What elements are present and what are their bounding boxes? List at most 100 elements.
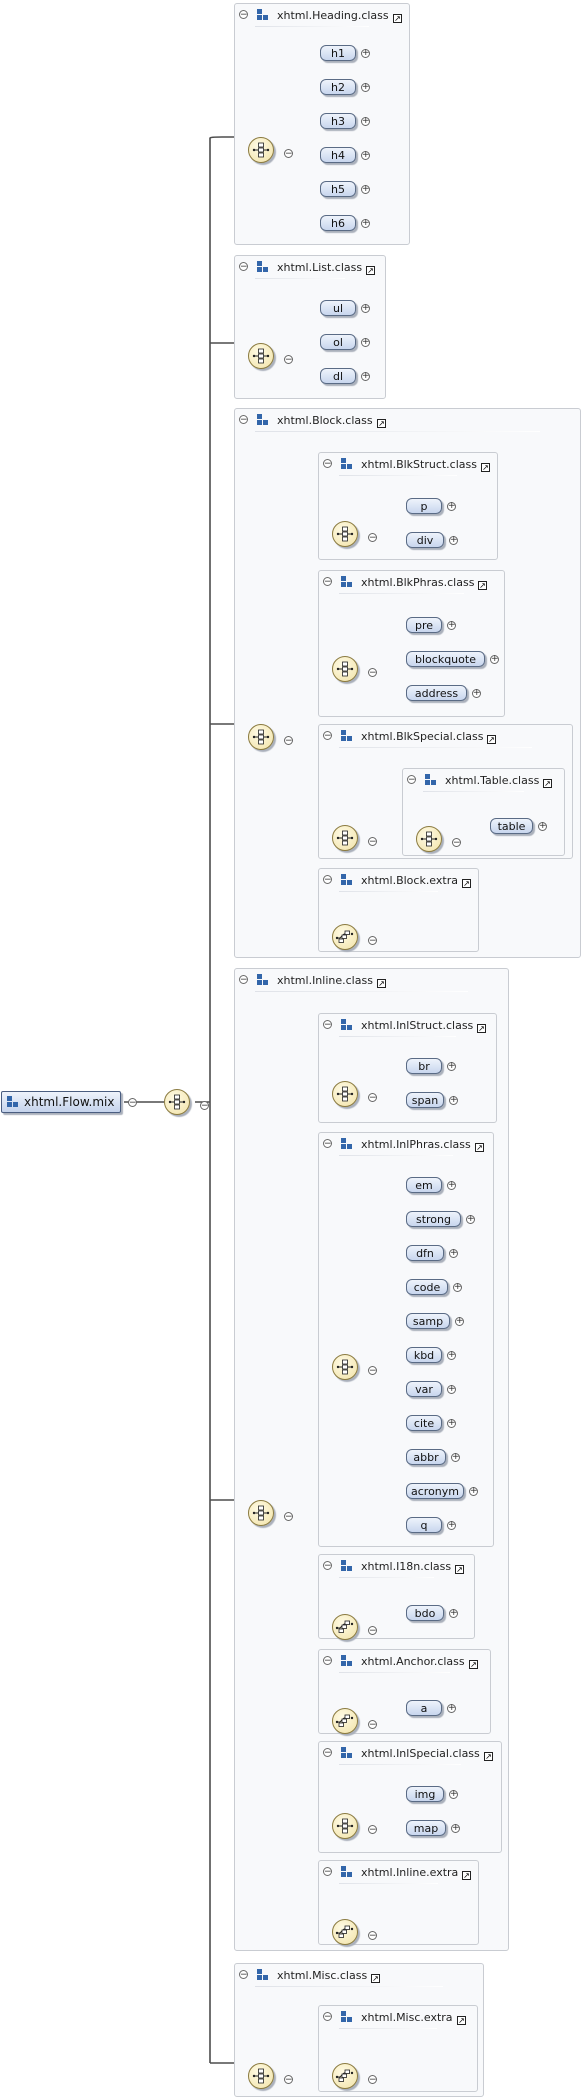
element-box[interactable]: h5 [320,181,356,197]
element-box[interactable]: bdo [406,1605,444,1621]
expand-icon[interactable]: + [466,1214,475,1224]
link-arrow-icon[interactable]: ↗ [393,14,402,23]
sequence-compositor-icon[interactable] [248,137,274,163]
element-box[interactable]: q [406,1517,442,1533]
element-box[interactable]: abbr [406,1449,446,1465]
expand-icon[interactable]: + [449,1248,458,1258]
link-arrow-icon[interactable]: ↗ [462,1871,471,1880]
collapse-icon[interactable]: − [368,936,377,946]
collapse-icon[interactable]: − [323,1561,332,1571]
element-box[interactable]: h4 [320,147,356,163]
collapse-icon[interactable]: − [368,1626,377,1636]
element-box[interactable]: span [406,1092,444,1108]
collapse-icon[interactable]: − [239,415,248,425]
collapse-icon[interactable]: − [368,1093,377,1103]
element-box[interactable]: acronym [406,1483,464,1499]
root-element-xhtml-flow-mix[interactable]: xhtml.Flow.mix [1,1091,121,1113]
expand-icon[interactable]: + [361,82,370,92]
expand-icon[interactable]: + [447,620,456,630]
collapse-icon[interactable]: − [323,1139,332,1149]
expand-icon[interactable]: + [447,1061,456,1071]
sequence-compositor-icon[interactable] [416,826,442,852]
collapse-icon[interactable]: − [323,459,332,469]
collapse-icon[interactable]: − [323,577,332,587]
element-box[interactable]: kbd [406,1347,442,1363]
collapse-icon[interactable]: − [368,1720,377,1730]
collapse-icon[interactable]: − [200,1101,209,1111]
link-arrow-icon[interactable]: ↗ [455,1565,464,1574]
element-box[interactable]: em [406,1177,442,1193]
sequence-compositor-icon[interactable] [248,343,274,369]
link-arrow-icon[interactable]: ↗ [371,1974,380,1983]
choice-compositor-icon[interactable] [332,1919,358,1945]
expand-icon[interactable]: + [447,1350,456,1360]
element-box[interactable]: a [406,1700,442,1716]
element-box[interactable]: strong [406,1211,461,1227]
sequence-compositor-icon[interactable] [332,521,358,547]
link-arrow-icon[interactable]: ↗ [366,266,375,275]
expand-icon[interactable]: + [361,150,370,160]
element-box[interactable]: h2 [320,79,356,95]
element-box[interactable]: dfn [406,1245,444,1261]
expand-icon[interactable]: + [490,654,499,664]
element-box[interactable]: h1 [320,45,356,61]
sequence-compositor-icon[interactable] [164,1089,190,1115]
link-arrow-icon[interactable]: ↗ [543,779,552,788]
collapse-icon[interactable]: − [323,1867,332,1877]
element-box[interactable]: var [406,1381,442,1397]
element-box[interactable]: pre [406,617,442,633]
collapse-icon[interactable]: − [284,736,293,746]
expand-icon[interactable]: + [361,303,370,313]
expand-icon[interactable]: + [361,371,370,381]
element-box[interactable]: dl [320,368,356,384]
link-arrow-icon[interactable]: ↗ [478,581,487,590]
collapse-icon[interactable]: − [239,1970,248,1980]
collapse-icon[interactable]: − [239,10,248,20]
expand-icon[interactable]: + [361,116,370,126]
choice-compositor-icon[interactable] [332,924,358,950]
collapse-icon[interactable]: − [239,975,248,985]
element-box[interactable]: cite [406,1415,442,1431]
collapse-icon[interactable]: − [452,838,461,848]
link-arrow-icon[interactable]: ↗ [481,463,490,472]
collapse-icon[interactable]: − [407,775,416,785]
expand-icon[interactable]: + [361,184,370,194]
expand-icon[interactable]: + [453,1282,462,1292]
element-box[interactable]: img [406,1786,444,1802]
expand-icon[interactable]: + [447,1520,456,1530]
sequence-compositor-icon[interactable] [332,656,358,682]
element-box[interactable]: table [490,818,533,834]
collapse-icon[interactable]: − [368,533,377,543]
element-box[interactable]: br [406,1058,442,1074]
collapse-icon[interactable]: − [284,2075,293,2085]
element-box[interactable]: samp [406,1313,450,1329]
link-arrow-icon[interactable]: ↗ [457,2016,466,2025]
link-arrow-icon[interactable]: ↗ [477,1024,486,1033]
expand-icon[interactable]: + [361,218,370,228]
choice-compositor-icon[interactable] [332,1614,358,1640]
expand-icon[interactable]: + [447,1703,456,1713]
expand-icon[interactable]: + [449,1608,458,1618]
collapse-icon[interactable]: − [368,837,377,847]
collapse-icon[interactable]: − [368,1366,377,1376]
element-box[interactable]: blockquote [406,651,485,667]
collapse-icon[interactable]: − [323,1020,332,1030]
collapse-icon[interactable]: − [323,2012,332,2022]
link-arrow-icon[interactable]: ↗ [475,1143,484,1152]
collapse-icon[interactable]: − [323,731,332,741]
sequence-compositor-icon[interactable] [248,2063,274,2089]
expand-icon[interactable]: + [361,48,370,58]
element-box[interactable]: p [406,498,442,514]
collapse-icon[interactable]: − [368,668,377,678]
collapse-icon[interactable]: − [323,1656,332,1666]
element-box[interactable]: code [406,1279,448,1295]
sequence-compositor-icon[interactable] [248,724,274,750]
expand-icon[interactable]: + [447,1384,456,1394]
sequence-compositor-icon[interactable] [332,825,358,851]
collapse-icon[interactable]: − [368,1825,377,1835]
expand-icon[interactable]: + [472,688,481,698]
element-box[interactable]: h6 [320,215,356,231]
collapse-icon[interactable]: − [323,875,332,885]
expand-icon[interactable]: + [449,1789,458,1799]
expand-icon[interactable]: + [447,1180,456,1190]
